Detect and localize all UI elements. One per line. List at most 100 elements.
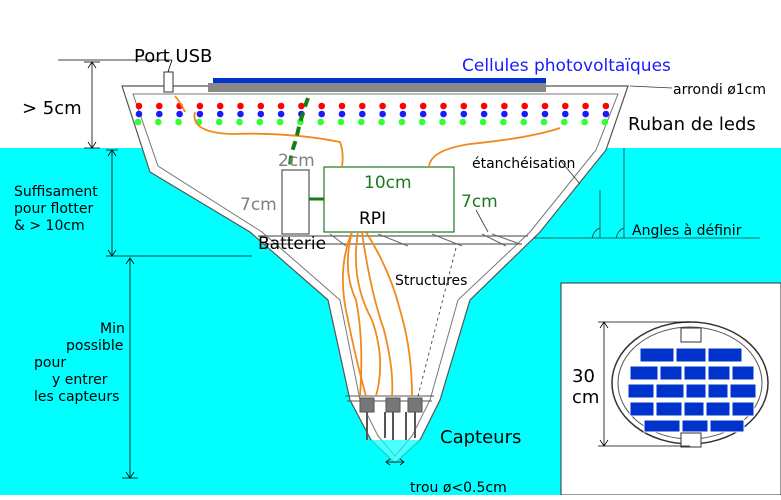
label-dim-30-cm: cm	[572, 387, 599, 408]
label-min-5: les capteurs	[34, 389, 119, 405]
label-dim-2cm: 2cm	[278, 151, 315, 171]
led	[602, 110, 610, 118]
inset-solar-cells	[627, 347, 757, 433]
angle-guides	[475, 148, 760, 239]
inset-cell	[639, 347, 675, 363]
inset-cell	[731, 401, 755, 417]
led	[398, 118, 406, 126]
label-batterie: Batterie	[258, 234, 326, 254]
led	[277, 102, 285, 110]
arrondi-pointer	[629, 85, 673, 89]
inset-cell	[729, 383, 757, 399]
inset-usb-bottom	[680, 432, 702, 448]
led	[399, 102, 407, 110]
wire-green-dashed	[288, 97, 310, 171]
inset-cell	[643, 419, 681, 433]
inner-water	[360, 440, 430, 468]
led	[480, 110, 488, 118]
led	[237, 102, 244, 110]
led	[520, 118, 527, 126]
led	[561, 118, 568, 126]
inset-cell	[683, 365, 707, 381]
led	[379, 110, 386, 118]
led	[196, 102, 204, 110]
label-rpi: RPI	[359, 209, 386, 229]
led	[541, 110, 549, 118]
led	[236, 118, 243, 126]
led	[257, 102, 265, 110]
led	[562, 110, 569, 118]
label-height-top: > 5cm	[22, 98, 82, 119]
led	[582, 110, 589, 118]
label-min-1: Min	[100, 321, 125, 337]
sensor-probes	[359, 397, 423, 440]
led	[237, 110, 244, 118]
label-etancheisation: étanchéisation	[472, 156, 575, 172]
led	[501, 110, 508, 118]
led	[562, 102, 569, 110]
inset-cell	[683, 401, 705, 417]
led	[500, 118, 507, 126]
label-dim-7cm-right: 7cm	[461, 192, 498, 212]
led	[439, 118, 446, 126]
led	[298, 102, 305, 110]
led	[358, 118, 365, 126]
led	[459, 118, 467, 126]
led	[419, 102, 427, 110]
solar-panel-base	[208, 83, 546, 92]
inset-cell	[627, 383, 655, 399]
label-flotter-3: & > 10cm	[14, 218, 85, 234]
led	[155, 118, 162, 126]
led	[196, 110, 204, 118]
usb-pointer-2	[167, 59, 173, 73]
led	[318, 102, 326, 110]
inset-cell	[707, 383, 729, 399]
led	[175, 118, 182, 126]
inset-cell	[705, 401, 731, 417]
inset-cell	[681, 419, 709, 433]
label-min-4: y entrer	[52, 372, 108, 388]
led	[378, 118, 385, 126]
led	[216, 110, 224, 118]
led	[318, 110, 326, 118]
battery	[281, 169, 310, 235]
inset-usb-top	[680, 327, 702, 343]
led	[581, 118, 588, 126]
led	[257, 110, 265, 118]
inset-cell	[629, 365, 659, 381]
led	[359, 110, 366, 118]
label-capteurs: Capteurs	[440, 427, 521, 448]
led	[399, 110, 407, 118]
led	[419, 110, 427, 118]
wires-orange	[174, 95, 561, 397]
led	[317, 118, 325, 126]
led	[337, 118, 345, 126]
led	[256, 118, 264, 126]
structure-hatch	[329, 233, 521, 247]
label-trou: trou ø<0.5cm	[410, 480, 507, 495]
led	[338, 110, 346, 118]
inset-cell	[707, 365, 731, 381]
label-port-usb: Port USB	[134, 46, 212, 67]
led	[521, 110, 528, 118]
dim-top-height	[84, 61, 100, 149]
label-arrondi: arrondi ø1cm	[673, 82, 766, 98]
label-cellules: Cellules photovoltaïques	[462, 56, 671, 76]
label-ruban: Ruban de leds	[628, 114, 756, 135]
led	[359, 102, 366, 110]
led	[501, 102, 508, 110]
label-dim-30: 30	[572, 366, 595, 387]
dim-30cm	[598, 321, 690, 447]
led	[582, 102, 589, 110]
led	[521, 102, 528, 110]
dim-min-height	[122, 257, 138, 479]
led	[276, 118, 284, 126]
inset-cell	[629, 401, 655, 417]
led	[215, 118, 223, 126]
label-angles: Angles à définir	[632, 223, 742, 239]
led	[602, 102, 610, 110]
led	[541, 102, 549, 110]
label-flotter-1: Suffisament	[14, 184, 98, 200]
